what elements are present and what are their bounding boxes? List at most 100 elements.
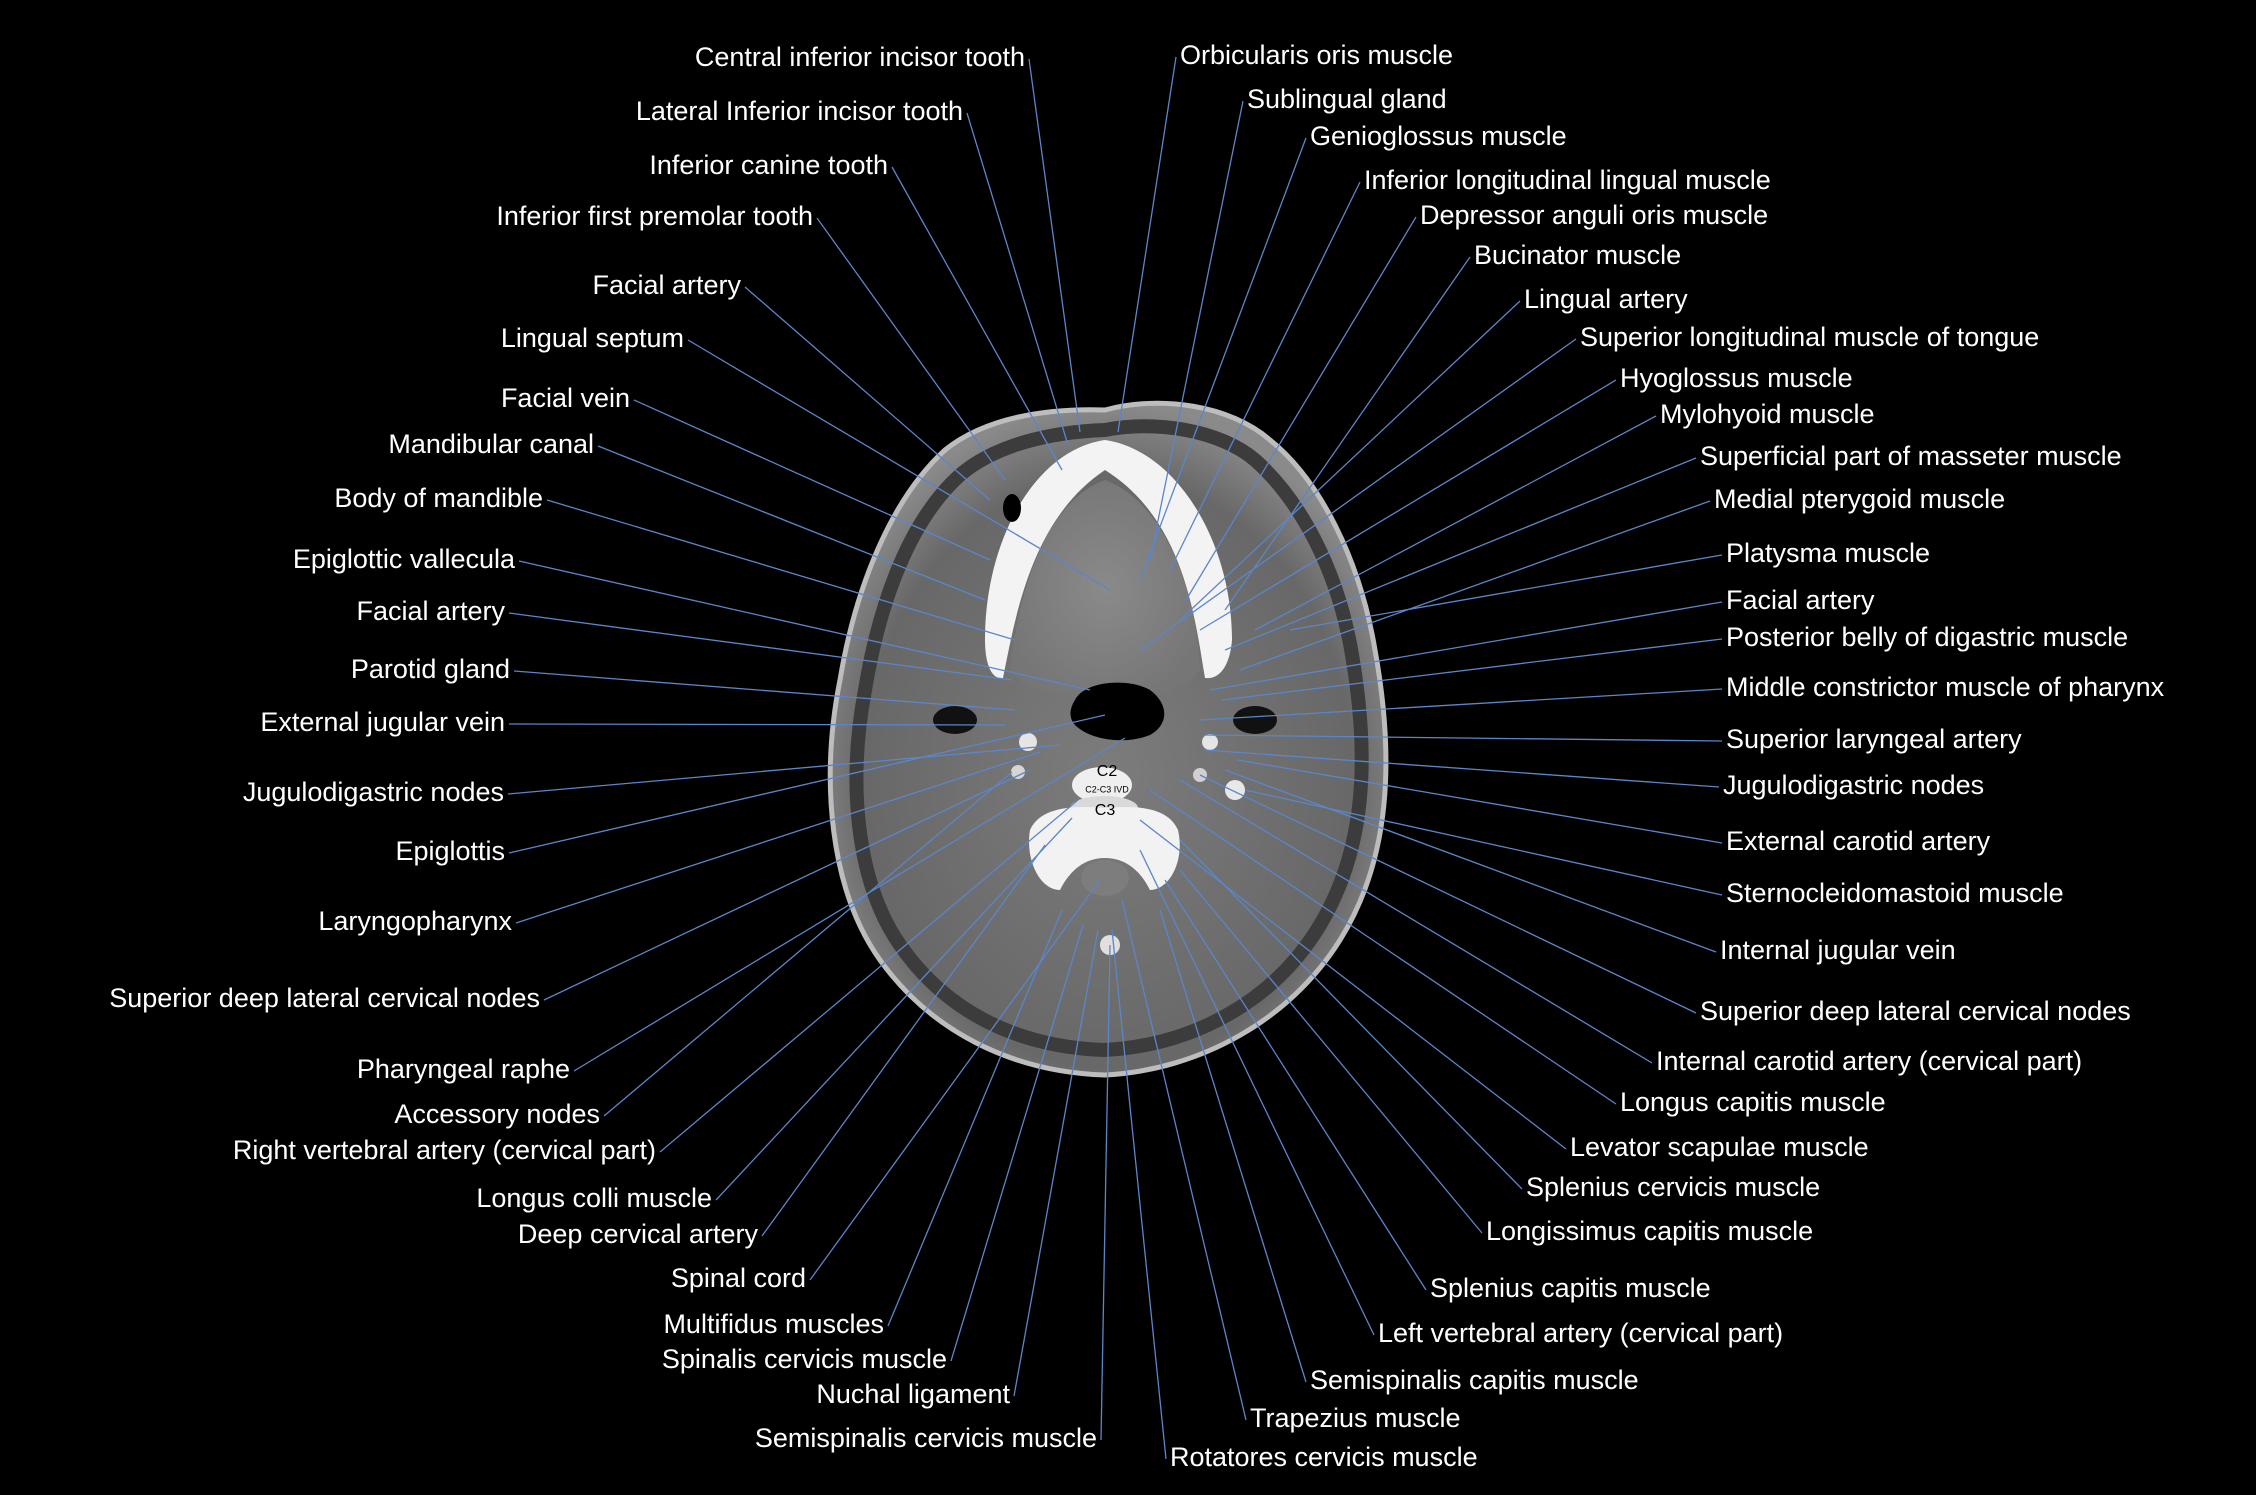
fat-layer (849, 419, 1369, 1058)
leader-left-19 (659, 799, 1079, 1153)
leader-left-6 (633, 399, 991, 561)
leader-right-17 (1204, 749, 1720, 788)
air-pocket-left (1003, 494, 1021, 522)
label-right-5: Bucinator muscle (1474, 240, 1681, 270)
leader-right-8 (1199, 379, 1617, 631)
vessel-left-1 (1019, 733, 1037, 751)
leader-right-27 (1164, 879, 1427, 1291)
leader-right-15 (1199, 688, 1723, 721)
leader-left-9 (518, 560, 1091, 691)
leader-right-11 (1239, 500, 1711, 671)
label-right-2: Genioglossus muscle (1310, 121, 1567, 151)
label-right-0: Orbicularis oris muscle (1180, 40, 1453, 70)
label-right-24: Levator scapulae muscle (1570, 1132, 1869, 1162)
label-left-6: Facial vein (501, 383, 630, 413)
label-left-16: Superior deep lateral cervical nodes (109, 983, 540, 1013)
label-right-25: Splenius cervicis muscle (1526, 1172, 1820, 1202)
label-right-12: Platysma muscle (1726, 538, 1930, 568)
leader-right-23 (1149, 789, 1617, 1105)
leader-right-24 (1139, 819, 1567, 1150)
leader-left-22 (809, 879, 1101, 1281)
leader-left-20 (715, 817, 1073, 1201)
label-right-17: Jugulodigastric nodes (1723, 770, 1984, 800)
leader-right-2 (1139, 137, 1307, 581)
label-right-14: Posterior belly of digastric muscle (1726, 622, 2128, 652)
label-right-1: Sublingual gland (1247, 84, 1447, 114)
leader-right-9 (1254, 415, 1657, 631)
ct-image: C2 C2-C3 IVD C3 (827, 400, 1389, 1078)
label-left-20: Longus colli muscle (476, 1183, 712, 1213)
leader-right-26 (1179, 869, 1483, 1234)
leader-left-15 (515, 751, 1041, 924)
label-right-28: Left vertebral artery (cervical part) (1378, 1318, 1783, 1348)
leader-right-5 (1224, 256, 1471, 611)
leader-right-28 (1139, 849, 1375, 1336)
label-left-22: Spinal cord (671, 1263, 806, 1293)
label-left-19: Right vertebral artery (cervical part) (233, 1135, 656, 1165)
vertebral-arch-c3 (1029, 807, 1180, 890)
leader-right-31 (1111, 929, 1167, 1460)
label-right-16: Superior laryngeal artery (1726, 724, 2022, 754)
airway-shape (1070, 682, 1165, 741)
label-right-7: Superior longitudinal muscle of tongue (1580, 322, 2039, 352)
leader-left-17 (573, 737, 1126, 1072)
vertebra-label-disc: C2-C3 IVD (1085, 784, 1129, 794)
leader-left-7 (597, 445, 986, 601)
vessel-right-2 (1225, 780, 1245, 800)
leader-left-25 (1013, 929, 1099, 1397)
vertebra-label-c2: C2 (1097, 763, 1118, 780)
label-left-21: Deep cervical artery (518, 1219, 759, 1249)
label-left-10: Facial artery (356, 596, 505, 626)
leader-left-26 (1100, 944, 1111, 1441)
label-left-4: Facial artery (592, 270, 741, 300)
leader-right-29 (1159, 909, 1307, 1383)
leader-left-16 (543, 769, 1031, 1001)
label-right-31: Rotatores cervicis muscle (1170, 1442, 1478, 1472)
label-left-11: Parotid gland (351, 654, 510, 684)
leader-left-12 (508, 723, 1006, 726)
label-left-17: Pharyngeal raphe (357, 1054, 570, 1084)
leader-lines (507, 56, 1723, 1460)
leader-right-7 (1139, 338, 1577, 651)
label-right-20: Internal jugular vein (1720, 935, 1956, 965)
label-right-15: Middle constrictor muscle of pharynx (1726, 672, 2165, 702)
tongue-shape (1010, 480, 1200, 699)
label-left-1: Lateral Inferior incisor tooth (636, 96, 963, 126)
label-left-8: Body of mandible (334, 483, 543, 513)
label-right-11: Medial pterygoid muscle (1714, 484, 2005, 514)
leader-left-10 (508, 612, 1013, 681)
leader-left-2 (891, 166, 1063, 471)
label-left-2: Inferior canine tooth (649, 150, 888, 180)
label-left-14: Epiglottis (395, 836, 505, 866)
leader-right-21 (1199, 774, 1697, 1014)
label-left-7: Mandibular canal (388, 429, 594, 459)
leader-left-0 (1028, 58, 1081, 433)
label-right-3: Inferior longitudinal lingual muscle (1364, 165, 1771, 195)
leader-right-12 (1289, 554, 1723, 631)
vertebral-body-c2 (1072, 767, 1132, 803)
label-left-3: Inferior first premolar tooth (496, 201, 813, 231)
label-right-30: Trapezius muscle (1250, 1403, 1461, 1433)
label-right-19: Sternocleidomastoid muscle (1726, 878, 2064, 908)
leader-right-3 (1169, 181, 1361, 571)
air-pocket-right-2 (933, 706, 977, 734)
label-left-18: Accessory nodes (394, 1099, 600, 1129)
label-left-25: Nuchal ligament (816, 1379, 1010, 1409)
label-right-29: Semispinalis capitis muscle (1310, 1365, 1639, 1395)
leader-left-14 (508, 714, 1106, 854)
label-left-5: Lingual septum (501, 323, 684, 353)
leader-right-13 (1209, 601, 1723, 691)
vessel-left-2 (1011, 765, 1025, 779)
label-left-23: Multifidus muscles (663, 1309, 884, 1339)
leader-right-10 (1224, 457, 1697, 651)
air-pocket-right (1233, 706, 1277, 734)
leader-left-21 (761, 844, 1046, 1237)
leader-right-14 (1221, 638, 1723, 701)
leader-right-30 (1121, 899, 1247, 1421)
label-right-10: Superficial part of masseter muscle (1700, 441, 2122, 471)
leader-left-11 (513, 670, 1016, 711)
label-left-12: External jugular vein (260, 707, 505, 737)
label-right-26: Longissimus capitis muscle (1486, 1216, 1813, 1246)
